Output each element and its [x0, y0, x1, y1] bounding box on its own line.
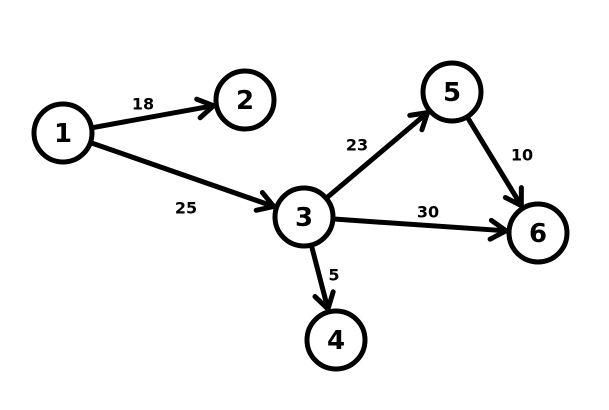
edge-3-5 [324, 110, 431, 201]
node-3: 3 [272, 185, 336, 249]
edge-1-2 [90, 103, 217, 131]
edge-weight-label: 30 [417, 203, 439, 222]
node-6: 6 [506, 201, 570, 265]
edge-weight-label: 5 [328, 266, 339, 285]
edge-weight-label: 25 [175, 199, 197, 218]
node-5: 5 [420, 60, 484, 124]
edge-1-3 [88, 140, 277, 209]
edge-5-6 [465, 115, 524, 209]
node-circle [31, 101, 95, 165]
node-label: 6 [529, 219, 547, 249]
edge-weight-label: 23 [346, 136, 368, 155]
edge-3-6 [331, 216, 509, 234]
node-1: 1 [31, 101, 95, 165]
edges-layer [88, 96, 524, 312]
node-label: 4 [327, 326, 345, 356]
node-label: 2 [236, 86, 254, 116]
arrowhead-3-5 [407, 110, 431, 133]
node-4: 4 [304, 308, 368, 372]
node-circle [420, 60, 484, 124]
node-label: 1 [54, 119, 72, 149]
node-circle [213, 68, 277, 132]
arrowhead-1-2 [194, 96, 217, 121]
node-circle [506, 201, 570, 265]
edge-weight-label: 10 [511, 146, 533, 165]
edge-weight-label: 18 [132, 95, 154, 114]
node-circle [272, 185, 336, 249]
node-circle [304, 308, 368, 372]
arrowhead-1-3 [253, 190, 277, 213]
node-label: 3 [295, 203, 313, 233]
arrowhead-5-6 [502, 185, 524, 209]
arrowhead-3-6 [487, 217, 509, 242]
edge-labels-layer: 18 25 23 30 5 10 [132, 95, 533, 285]
edge-3-4 [309, 243, 331, 312]
arrowhead-3-4 [312, 289, 336, 312]
node-2: 2 [213, 68, 277, 132]
node-label: 5 [443, 78, 461, 108]
